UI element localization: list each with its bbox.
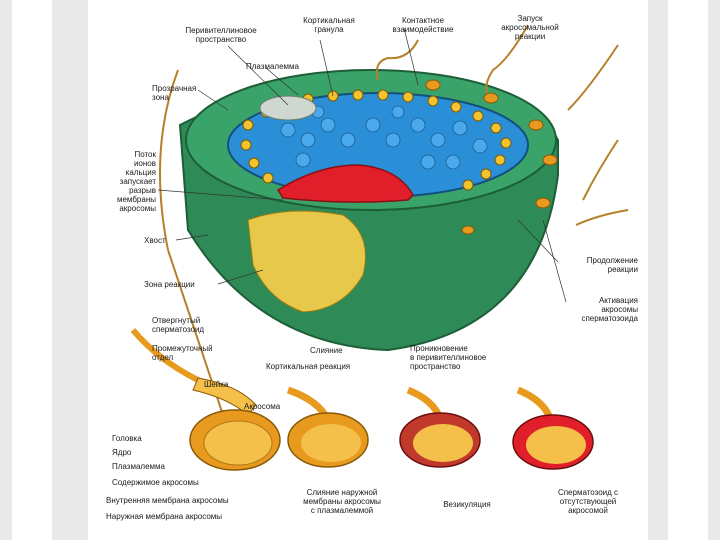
label-acrosome-reaction-start: Запуск акросомальной реакции (492, 14, 568, 41)
label-penetration: Проникновение в перивителлиновое простра… (410, 344, 510, 371)
acrosome-stage-3 (513, 390, 593, 469)
label-acrosome-activation: Активация акросомы сперматозоида (544, 296, 638, 323)
label-plasmalemma-egg: Плазмалемма (246, 62, 316, 71)
slide-right-strip (668, 0, 708, 540)
perivitelline-vesicle (260, 96, 316, 120)
diagram-plate: Перивителлиновое пространство Кортикальн… (88, 0, 648, 540)
label-sperm-no-acrosome: Сперматозоид с отсутствующей акросомой (540, 488, 636, 515)
label-vesiculation: Везикуляция (432, 500, 502, 509)
label-fused-membrane: Слияние наружной мембраны акросомы с пла… (294, 488, 390, 515)
label-inner-membrane: Внутренняя мембрана акросомы (106, 496, 266, 505)
label-fusion: Слияние (310, 346, 360, 355)
label-plasmalemma-sperm: Плазмалемма (112, 462, 192, 471)
fertilization-diagram (88, 0, 648, 540)
label-zona-pellucida: Прозрачная зона (152, 84, 212, 102)
label-acrosome-content: Содержимое акросомы (112, 478, 232, 487)
label-flagellum: Хвост (144, 236, 184, 245)
label-detached-sperm: Отвергнутый сперматозоид (152, 316, 238, 334)
label-midpiece: Промежуточный отдел (152, 344, 238, 362)
label-head: Головка (112, 434, 162, 443)
label-perivitelline-top: Перивителлиновое пространство (180, 26, 262, 44)
acrosome-stage-1 (288, 390, 368, 467)
label-reaction-continue: Продолжение реакции (568, 256, 638, 274)
label-neck: Шейка (204, 380, 244, 389)
label-cortical-reaction: Кортикальная реакция (266, 362, 366, 371)
acrosome-stage-2 (400, 390, 480, 467)
slide-left-strip (12, 0, 52, 540)
label-calcium-flow: Поток ионов кальция запускает разрыв мем… (102, 150, 156, 213)
label-nucleus: Ядро (112, 448, 162, 457)
label-outer-membrane: Наружная мембрана акросомы (106, 512, 266, 521)
label-acrosome: Акросома (244, 402, 294, 411)
label-contact-interaction: Контактное взаимодействие (380, 16, 466, 34)
label-zona-reaction: Зона реакции (144, 280, 224, 289)
label-cortical-granule: Кортикальная гранула (296, 16, 362, 34)
